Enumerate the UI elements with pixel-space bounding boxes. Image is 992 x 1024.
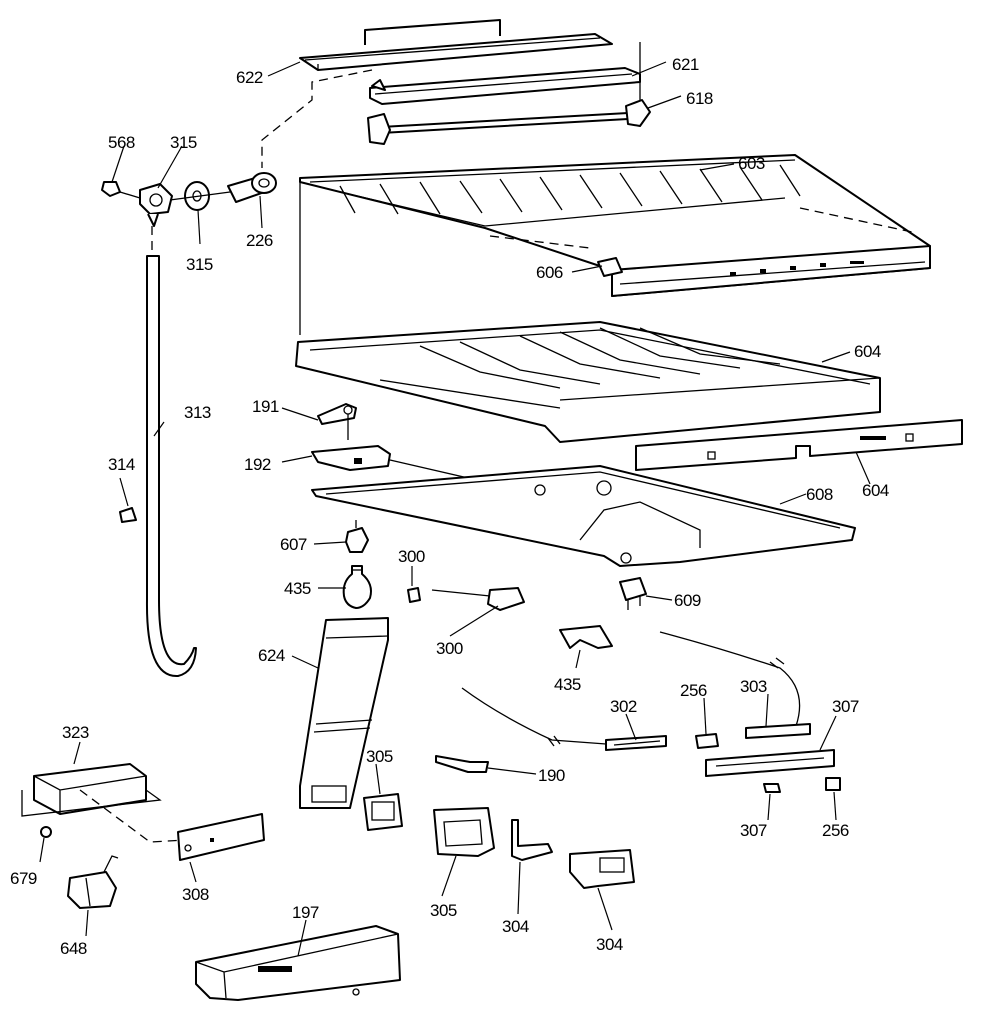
label-307-knob: 307	[740, 821, 767, 840]
label-618: 618	[686, 89, 713, 108]
label-622: 622	[236, 68, 263, 87]
part-302-connector	[605, 735, 667, 751]
part-648-motor	[67, 855, 119, 909]
part-labels: 622 621 618 568 315 315 226 603 606 604 …	[10, 55, 889, 958]
part-190-lever	[435, 755, 489, 773]
part-304-bracket	[511, 819, 553, 861]
part-256-clip	[695, 733, 719, 749]
part-256-cap	[825, 777, 841, 791]
label-679: 679	[10, 869, 37, 888]
part-622-deflector	[299, 19, 613, 71]
leader-lines	[39, 61, 871, 957]
dashed-guide-622	[261, 69, 373, 168]
part-323-cover	[21, 763, 162, 817]
label-256-clip: 256	[680, 681, 707, 700]
label-568: 568	[108, 133, 135, 152]
part-568-screw	[101, 181, 141, 199]
label-608: 608	[806, 485, 833, 504]
part-197-pan	[195, 925, 401, 1001]
part-314-clip	[119, 507, 137, 523]
part-621-rail	[369, 67, 641, 105]
dashed-guide-323	[79, 789, 187, 843]
part-624-duct	[299, 617, 389, 809]
part-304-timer	[569, 849, 635, 889]
wire-break-b	[769, 657, 785, 669]
part-307-plate	[705, 749, 835, 777]
label-226: 226	[246, 231, 273, 250]
label-315-top: 315	[170, 133, 197, 152]
label-303: 303	[740, 677, 767, 696]
label-323: 323	[62, 723, 89, 742]
label-308: 308	[182, 885, 209, 904]
label-435-shield: 435	[554, 675, 581, 694]
dashed-guide-603	[489, 207, 913, 249]
label-624: 624	[258, 646, 285, 665]
part-300-plunger	[407, 587, 421, 603]
label-305-shield: 305	[366, 747, 393, 766]
label-304-timer: 304	[596, 935, 623, 954]
part-300-switch	[431, 587, 525, 611]
part-303-connector	[745, 723, 811, 739]
part-604-tray	[295, 321, 881, 443]
label-256-cap: 256	[822, 821, 849, 840]
part-604-strip	[635, 419, 963, 471]
label-314: 314	[108, 455, 135, 474]
label-313: 313	[184, 403, 211, 422]
label-307-plate: 307	[832, 697, 859, 716]
label-604-strip: 604	[862, 481, 889, 500]
label-300-switch: 300	[436, 639, 463, 658]
harness-wire-302	[461, 687, 607, 745]
part-607-socket	[345, 520, 369, 553]
label-192: 192	[244, 455, 271, 474]
label-190: 190	[538, 766, 565, 785]
part-435-bulb	[342, 565, 372, 609]
part-435-shield	[559, 625, 613, 649]
part-192-bracket	[311, 445, 521, 491]
label-604-tray: 604	[854, 342, 881, 361]
harness-wire-303	[659, 631, 801, 727]
label-300-plunger: 300	[398, 547, 425, 566]
label-607: 607	[280, 535, 307, 554]
label-315-bottom: 315	[186, 255, 213, 274]
label-435-bulb: 435	[284, 579, 311, 598]
part-608-plate	[311, 465, 856, 567]
label-609: 609	[674, 591, 701, 610]
part-305-shield	[363, 793, 403, 831]
part-315-housing	[139, 183, 173, 227]
part-307-knob	[763, 783, 781, 793]
part-618-shaft	[367, 42, 651, 145]
part-609-switch	[619, 577, 647, 610]
part-305-housing	[433, 807, 495, 857]
label-603: 603	[738, 154, 765, 173]
label-304-bracket: 304	[502, 917, 529, 936]
label-648: 648	[60, 939, 87, 958]
part-226-tube	[227, 172, 277, 203]
label-197: 197	[292, 903, 319, 922]
label-191: 191	[252, 397, 279, 416]
label-606: 606	[536, 263, 563, 282]
part-679-screw	[40, 826, 52, 838]
part-308-board	[177, 813, 265, 861]
part-191-cam	[317, 403, 357, 440]
label-302: 302	[610, 697, 637, 716]
axis-315	[169, 191, 231, 201]
label-305-housing: 305	[430, 901, 457, 920]
wire-break-a	[547, 735, 561, 747]
label-621: 621	[672, 55, 699, 74]
part-603-shelf	[299, 154, 931, 297]
part-313-drain-tube	[145, 226, 197, 678]
